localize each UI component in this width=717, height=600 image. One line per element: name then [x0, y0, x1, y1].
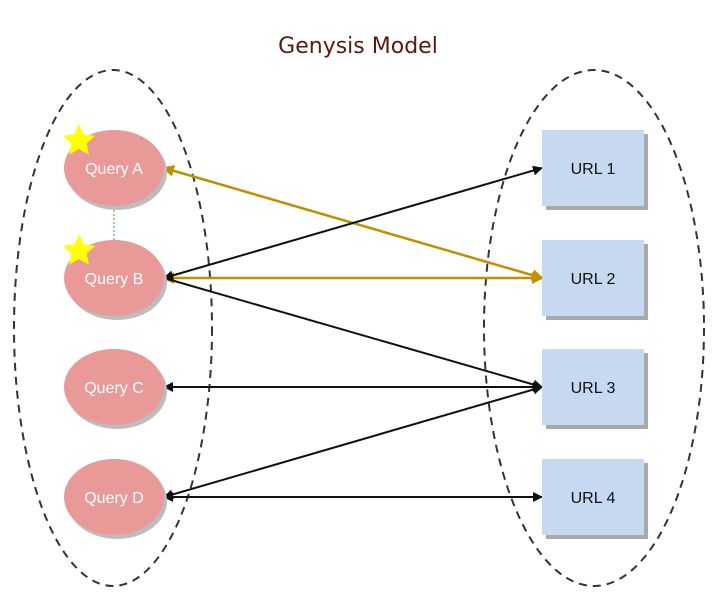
url-box-3[interactable]: URL 3	[542, 349, 648, 429]
url-box-label: URL 1	[571, 161, 616, 178]
link-qb-u1	[163, 165, 543, 281]
query-node-label: Query A	[85, 161, 143, 178]
url-box-4[interactable]: URL 4	[542, 459, 648, 539]
link-qd-u3	[163, 384, 543, 500]
url-group-boundary	[483, 69, 705, 587]
query-node-label: Query D	[84, 490, 144, 507]
query-group-boundary	[13, 69, 213, 587]
query-node-a[interactable]: Query A	[64, 130, 167, 210]
star-icon	[62, 124, 96, 155]
url-box-shape	[542, 349, 644, 425]
url-box-shape	[542, 459, 644, 535]
star-icon	[62, 234, 96, 265]
query-node-shape	[64, 240, 164, 316]
query-node-label: Query C	[84, 380, 144, 397]
query-node-shape	[64, 130, 164, 206]
links-layer	[113, 165, 544, 502]
url-box-label: URL 2	[571, 271, 616, 288]
query-node-label: Query B	[85, 271, 144, 288]
link-qb-u3	[163, 277, 543, 390]
url-box-label: URL 4	[571, 490, 616, 507]
query-node-shape	[64, 459, 164, 535]
url-box-2[interactable]: URL 2	[542, 240, 648, 320]
url-box-shape	[542, 130, 644, 206]
diagram-title: Genysis Model	[278, 34, 438, 59]
query-node-b[interactable]: Query B	[64, 240, 167, 320]
url-box-label: URL 3	[571, 380, 616, 397]
url-box-1[interactable]: URL 1	[542, 130, 648, 210]
query-node-c[interactable]: Query C	[64, 349, 167, 429]
query-node-shape	[64, 349, 164, 425]
query-node-d[interactable]: Query D	[64, 459, 167, 539]
url-box-shape	[542, 240, 644, 316]
